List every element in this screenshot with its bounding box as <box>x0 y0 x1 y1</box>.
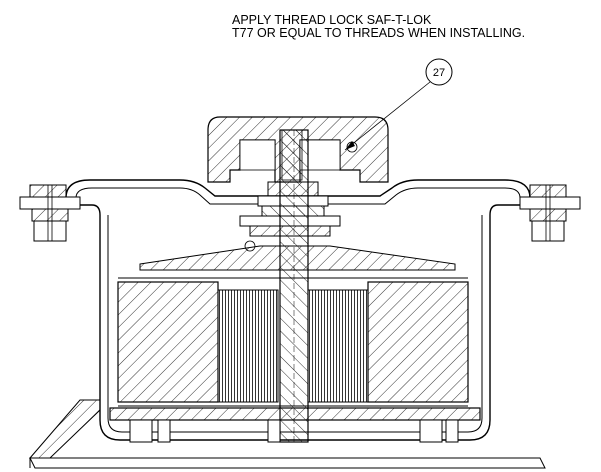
balloon-27-label: 27 <box>433 67 445 79</box>
note-line-1: APPLY THREAD LOCK SAF-T-LOK <box>232 13 432 27</box>
left-flange-bolt <box>19 184 81 242</box>
mounting-bracket <box>28 399 546 469</box>
base-plate <box>109 407 481 443</box>
stator-assembly <box>117 277 469 407</box>
central-shaft <box>279 129 309 443</box>
thread-lock-note: APPLY THREAD LOCK SAF-T-LOK T77 OR EQUAL… <box>232 14 525 40</box>
note-line-2: T77 OR EQUAL TO THREADS WHEN INSTALLING. <box>232 26 526 40</box>
right-flange-bolt <box>519 184 581 242</box>
